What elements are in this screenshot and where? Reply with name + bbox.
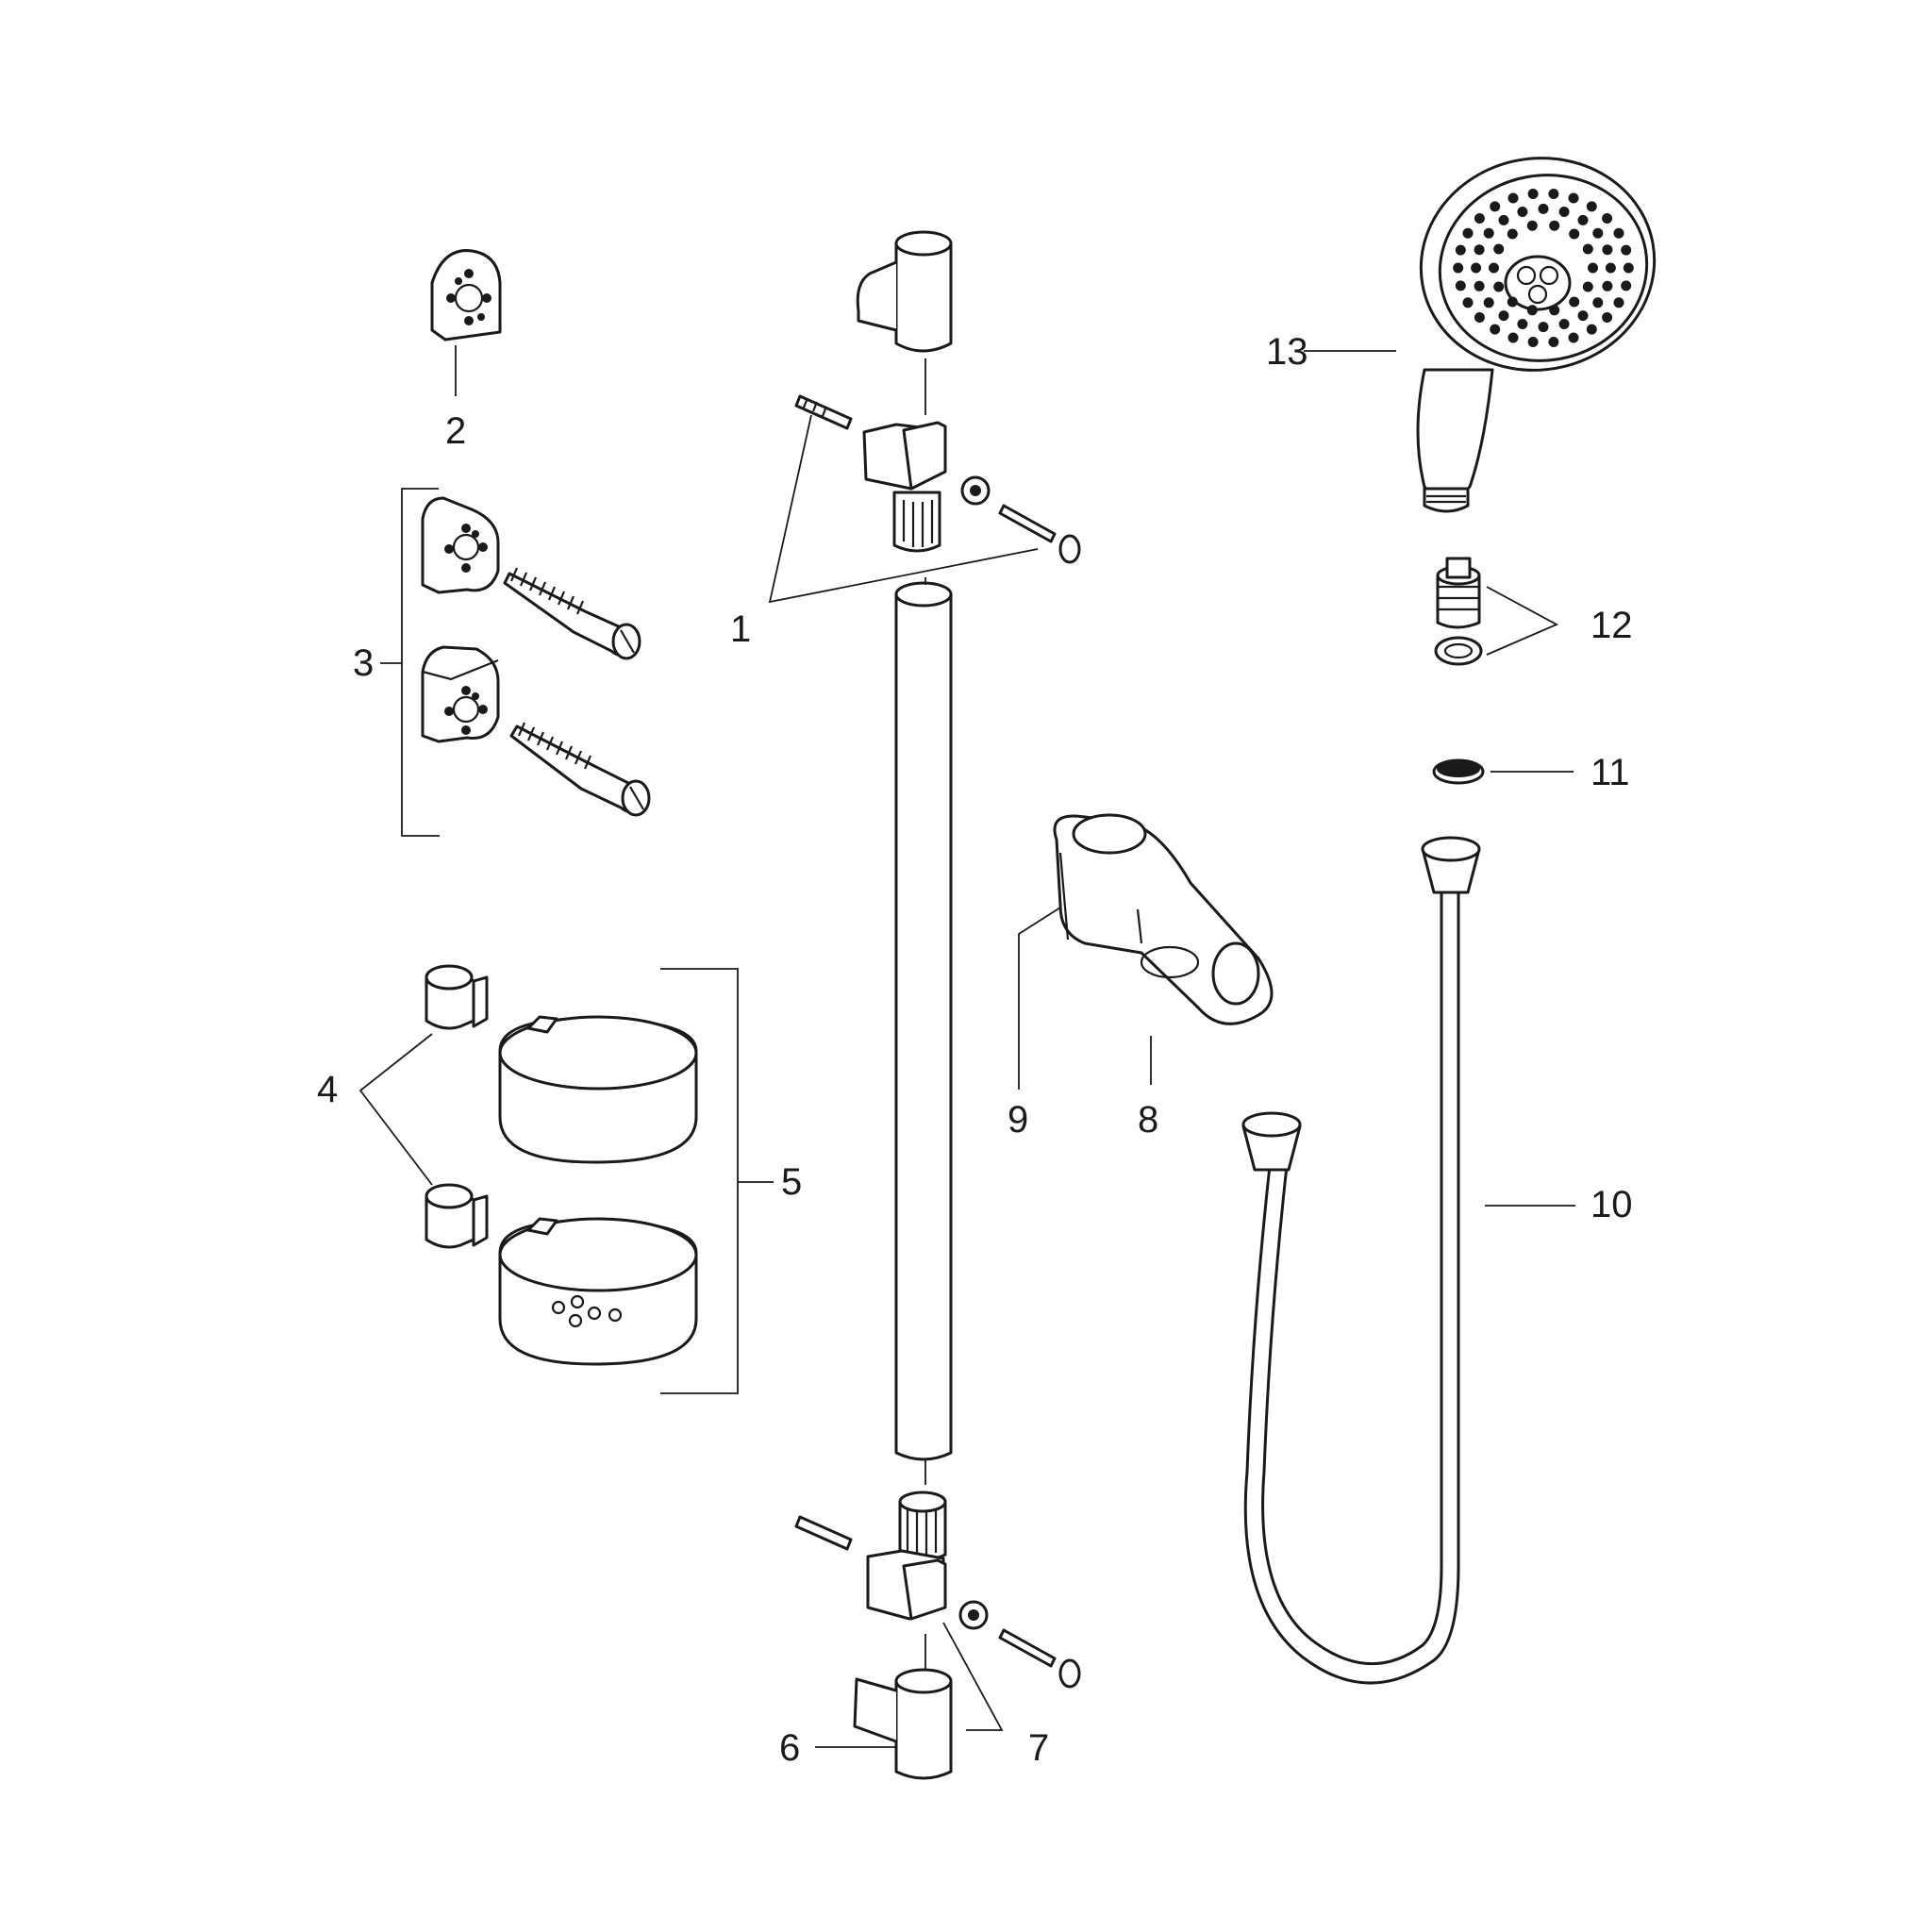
nozzle-dot xyxy=(1526,305,1538,316)
nozzle-dot xyxy=(1569,228,1580,240)
nozzle-dot xyxy=(1605,262,1616,274)
callout-5: 5 xyxy=(781,1161,802,1203)
nozzle-dot xyxy=(1507,296,1518,308)
nozzle-dot xyxy=(1577,214,1589,225)
nozzle-dot xyxy=(1483,227,1494,239)
callout-7: 7 xyxy=(1028,1727,1049,1769)
part-7-lower-connector xyxy=(794,1491,1081,1731)
part-1-upper-connector xyxy=(768,394,1081,604)
nozzle-dot xyxy=(1498,214,1509,225)
nozzle-dot xyxy=(1568,192,1579,204)
callouts: 1 2 3 4 5 6 7 8 9 10 11 12 13 xyxy=(317,331,1633,1769)
nozzle-dot xyxy=(1474,213,1485,224)
nozzle-dot xyxy=(1569,296,1580,308)
nozzle-dot xyxy=(1592,227,1604,239)
nozzle-dot xyxy=(1474,244,1485,256)
nozzle-dot xyxy=(1538,203,1549,214)
part-8-slider xyxy=(1053,813,1274,1025)
part-6-bottom-holder xyxy=(815,1634,953,1780)
nozzle-dot xyxy=(1490,201,1501,212)
nozzle-dot xyxy=(1586,324,1597,335)
callout-1: 1 xyxy=(730,608,751,650)
part-13-hand-shower xyxy=(1416,157,1657,513)
part-5-soap-dishes xyxy=(498,968,774,1394)
nozzle-dot xyxy=(1602,244,1613,256)
slide-rail xyxy=(894,577,953,1485)
nozzle-dot xyxy=(1455,280,1466,291)
nozzle-dot xyxy=(1474,312,1485,323)
nozzle-dot xyxy=(1586,201,1597,212)
nozzle-dot xyxy=(1548,337,1559,347)
nozzle-dot xyxy=(1493,243,1505,255)
nozzle-dot xyxy=(1613,227,1624,239)
nozzle-dot xyxy=(1474,280,1485,291)
nozzle-dot xyxy=(1613,297,1624,308)
nozzle-dot xyxy=(1462,297,1474,308)
nozzle-dot xyxy=(1527,337,1539,347)
nozzle-dot xyxy=(1526,220,1538,231)
nozzle-dot xyxy=(1483,297,1494,308)
nozzle-dot xyxy=(1462,227,1474,239)
part-11-filter xyxy=(1432,758,1485,785)
callout-13: 13 xyxy=(1266,331,1308,373)
nozzle-dot xyxy=(1517,319,1528,329)
nozzle-dot xyxy=(1490,324,1501,335)
nozzle-dot xyxy=(1507,332,1519,343)
callout-8: 8 xyxy=(1138,1099,1158,1141)
rail-top-holder xyxy=(856,230,953,415)
nozzle-dot xyxy=(1621,244,1632,256)
callout-9: 9 xyxy=(1008,1099,1028,1141)
nozzle-dot xyxy=(1568,332,1579,343)
nozzle-dot xyxy=(1517,207,1528,217)
nozzle-dot xyxy=(1507,192,1519,204)
part-3-wall-brackets xyxy=(380,488,651,837)
nozzle-dot xyxy=(1489,262,1499,274)
nozzle-dot xyxy=(1558,319,1570,329)
callout-11: 11 xyxy=(1591,752,1630,793)
part-10-hose xyxy=(1241,836,1481,1685)
nozzle-dot xyxy=(1507,228,1518,240)
part-4-clips xyxy=(425,964,489,1249)
nozzle-dot xyxy=(1549,305,1560,316)
nozzle-dot xyxy=(1453,262,1464,274)
nozzle-dot xyxy=(1577,310,1589,322)
nozzle-dot xyxy=(1582,281,1593,292)
nozzle-dot xyxy=(1498,310,1509,322)
nozzle-dot xyxy=(1602,213,1613,224)
nozzle-dot xyxy=(1455,244,1466,256)
nozzle-dot xyxy=(1582,243,1593,255)
part-2-bracket-cover xyxy=(430,249,502,341)
callout-4: 4 xyxy=(317,1069,338,1110)
nozzle-dot xyxy=(1471,262,1482,274)
callout-6: 6 xyxy=(779,1727,800,1769)
nozzle-dot xyxy=(1549,220,1560,231)
callout-12: 12 xyxy=(1591,605,1633,646)
nozzle-dot xyxy=(1548,189,1559,199)
nozzle-dot xyxy=(1621,280,1632,291)
nozzle-dot xyxy=(1588,262,1598,274)
callout-3: 3 xyxy=(353,642,374,684)
callout-10: 10 xyxy=(1591,1184,1633,1225)
nozzle-dot xyxy=(1602,280,1613,291)
part-12-connector xyxy=(1434,557,1483,666)
nozzle-dot xyxy=(1602,312,1613,323)
nozzle-dot xyxy=(1527,189,1539,199)
nozzle-dot xyxy=(1592,297,1604,308)
nozzle-dot xyxy=(1558,207,1570,217)
nozzle-dot xyxy=(1493,281,1505,292)
nozzle-dot xyxy=(1623,262,1634,274)
callout-2: 2 xyxy=(445,410,466,452)
nozzle-dot xyxy=(1538,322,1549,333)
